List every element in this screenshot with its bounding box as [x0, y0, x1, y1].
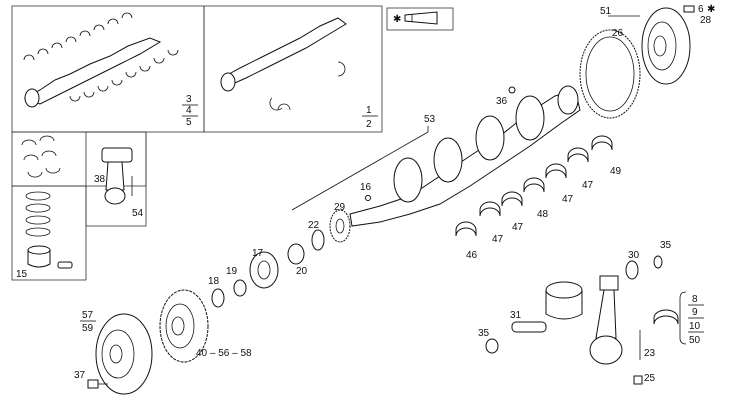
callout-1: 1 — [366, 105, 372, 116]
callout-3: 3 — [186, 94, 192, 105]
callout-15: 15 — [16, 269, 28, 280]
callout-50: 50 — [689, 335, 701, 346]
piston-conrod-group: 31 35 30 35 23 25 8 9 10 50 — [478, 240, 704, 385]
callout-53: 53 — [424, 114, 436, 125]
callout-36: 36 — [496, 96, 508, 107]
callout-2: 2 — [366, 119, 372, 130]
timing-gear-stack: 29 22 20 17 19 18 — [208, 202, 351, 308]
bearing-shells-inset: 38 — [21, 135, 106, 185]
crank-pulley: 57 59 37 — [74, 310, 153, 395]
callout-35b: 35 — [660, 240, 672, 251]
callout-30: 30 — [628, 250, 640, 261]
callout-35a: 35 — [478, 328, 490, 339]
callout-29: 29 — [334, 202, 346, 213]
callout-47b: 47 — [512, 222, 524, 233]
callout-26: 26 — [612, 28, 624, 39]
callout-17: 17 — [252, 248, 264, 259]
connecting-rod-inset: 54 — [101, 147, 144, 219]
callout-31: 31 — [510, 310, 522, 321]
main-bearings: 46 47 47 48 47 47 49 — [455, 135, 622, 261]
legend-star: ✱ — [393, 14, 401, 25]
callout-6: 6 — [698, 4, 704, 15]
callout-10: 10 — [689, 321, 701, 332]
callout-25: 25 — [644, 373, 656, 384]
callout-6-star: ✱ — [707, 4, 715, 15]
piston-rings-inset: 15 — [16, 191, 73, 280]
callout-5: 5 — [186, 117, 192, 128]
callout-51: 51 — [600, 6, 612, 17]
callout-18: 18 — [208, 276, 220, 287]
callout-38: 38 — [94, 174, 106, 185]
crankshaft-thrust-inset: 1 2 — [220, 17, 378, 130]
callout-16: 16 — [360, 182, 372, 193]
callout-47a: 47 — [492, 234, 504, 245]
crankshaft-inset-frames — [11, 5, 454, 281]
callout-4: 4 — [186, 105, 192, 116]
callout-46: 46 — [466, 250, 478, 261]
callout-57: 57 — [82, 310, 94, 321]
vibration-damper: 40 – 56 – 58 — [159, 289, 252, 363]
callout-47d: 47 — [582, 180, 594, 191]
callout-47c: 47 — [562, 194, 574, 205]
flywheel: 6 ✱ 28 — [641, 4, 715, 85]
crankshaft-kit-inset: 3 4 5 — [23, 12, 198, 128]
ring-gear: 51 26 — [579, 6, 641, 119]
callout-19: 19 — [226, 266, 238, 277]
callout-28: 28 — [700, 15, 712, 26]
callout-40-56-58: 40 – 56 – 58 — [196, 348, 252, 359]
callout-48: 48 — [537, 209, 549, 220]
callout-9: 9 — [692, 307, 698, 318]
callout-59: 59 — [82, 323, 94, 334]
callout-54: 54 — [132, 208, 144, 219]
bolt-with-sealant-icon: ✱ — [393, 11, 438, 25]
callout-8: 8 — [692, 294, 698, 305]
crankshaft: 53 36 16 — [291, 85, 581, 227]
callout-22: 22 — [308, 220, 320, 231]
callout-37: 37 — [74, 370, 86, 381]
callout-49: 49 — [610, 166, 622, 177]
callout-23: 23 — [644, 348, 656, 359]
callout-20: 20 — [296, 266, 308, 277]
